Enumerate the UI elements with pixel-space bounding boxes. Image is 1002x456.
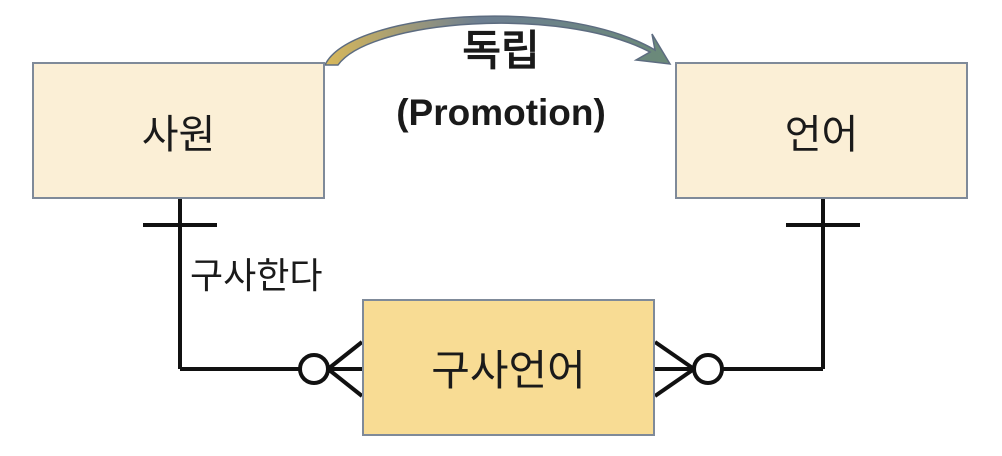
- entity-employee: 사원: [32, 62, 325, 199]
- entity-spoken-language: 구사언어: [362, 299, 655, 436]
- employee-optional-circle: [298, 353, 330, 385]
- entity-language-label: 언어: [784, 111, 859, 158]
- language-optional-circle: [692, 353, 724, 385]
- entity-employee-label: 사원: [141, 111, 216, 158]
- employee-relationship-line: [178, 199, 300, 371]
- promotion-subtitle: (Promotion): [396, 92, 606, 133]
- promotion-arrow: [323, 15, 672, 66]
- language-relationship-line: [722, 199, 825, 371]
- employee-crows-foot: [326, 340, 364, 398]
- entity-spoken-language-label: 구사언어: [431, 346, 586, 395]
- entity-language: 언어: [675, 62, 968, 199]
- relationship-label: 구사한다: [190, 256, 323, 297]
- promotion-title: 독립: [462, 26, 540, 75]
- language-crows-foot: [653, 340, 696, 398]
